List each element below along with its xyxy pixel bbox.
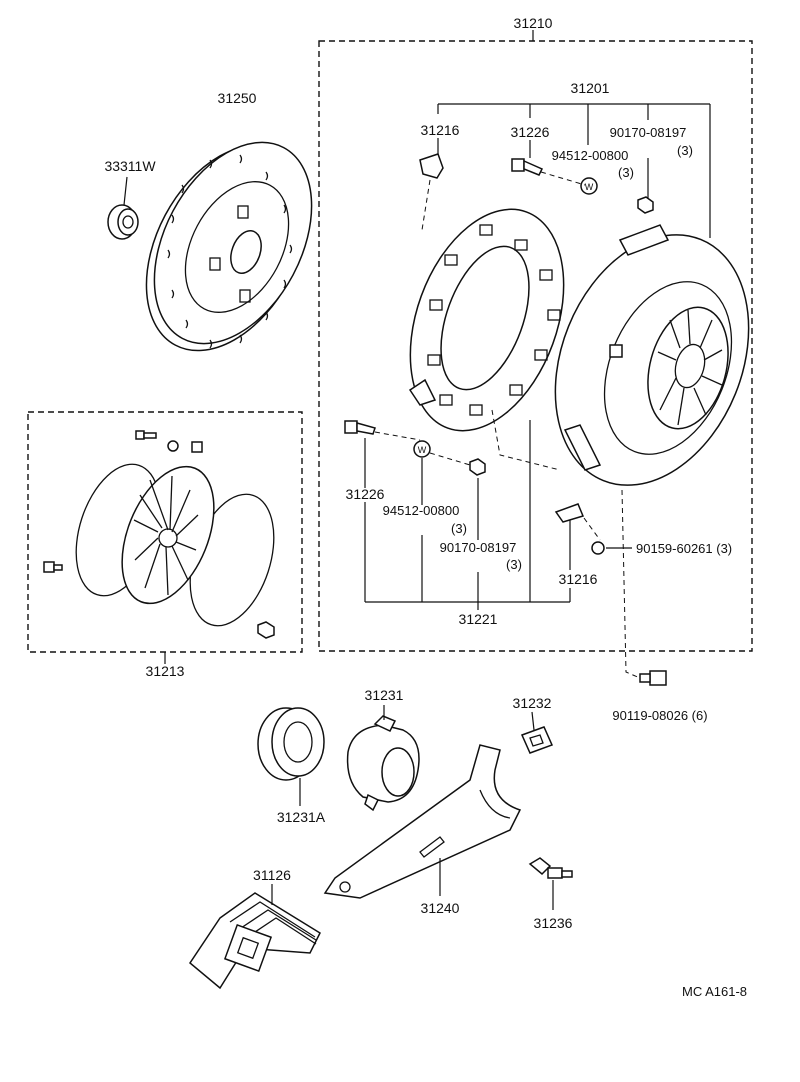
label-94512-top: 94512-00800 bbox=[552, 148, 629, 163]
washer-top: W bbox=[580, 177, 598, 195]
label-31240: 31240 bbox=[421, 900, 460, 916]
part-labels: 31210 31201 31216 31226 94512-00800 (3) … bbox=[104, 15, 747, 999]
washer-bottom: W bbox=[413, 440, 431, 458]
label-90170-bottom: 90170-08197 bbox=[440, 540, 517, 555]
release-fork bbox=[323, 744, 522, 899]
washer-top-mark: W bbox=[585, 182, 594, 192]
clutch-cover bbox=[554, 224, 750, 486]
nut-bottom bbox=[469, 458, 486, 476]
pilot-bearing bbox=[107, 204, 139, 240]
label-90170-top-qty: (3) bbox=[677, 143, 693, 158]
label-94512-bottom-qty: (3) bbox=[451, 521, 467, 536]
label-33311w: 33311W bbox=[104, 158, 156, 174]
clip-bottom bbox=[554, 503, 585, 523]
bolt-bottom bbox=[344, 420, 376, 435]
label-31213: 31213 bbox=[146, 663, 185, 679]
fork-clip bbox=[520, 726, 554, 754]
label-31126: 31126 bbox=[253, 867, 291, 883]
screw-side bbox=[591, 541, 605, 555]
nut-top bbox=[637, 196, 654, 214]
label-31216-bottom: 31216 bbox=[559, 571, 598, 587]
label-94512-bottom: 94512-00800 bbox=[383, 503, 460, 518]
dashed-leaders bbox=[374, 171, 641, 679]
kit-parts bbox=[43, 430, 275, 639]
label-31226-bottom: 31226 bbox=[346, 486, 385, 502]
release-hub bbox=[346, 715, 420, 812]
pivot-stud bbox=[528, 857, 573, 879]
leader-lines bbox=[364, 103, 711, 610]
label-90170-top: 90170-08197 bbox=[610, 125, 687, 140]
bolt-top bbox=[511, 158, 544, 176]
cover-group-box bbox=[318, 40, 753, 652]
label-31231: 31231 bbox=[365, 687, 404, 703]
boot bbox=[189, 892, 321, 990]
label-31250: 31250 bbox=[218, 90, 257, 106]
label-31221: 31221 bbox=[459, 611, 498, 627]
clip-top bbox=[419, 153, 444, 179]
label-31226-top: 31226 bbox=[511, 124, 550, 140]
cover-bolt bbox=[639, 670, 667, 686]
release-bearing bbox=[257, 707, 325, 781]
label-31210: 31210 bbox=[514, 15, 553, 31]
reference-code: MC A161-8 bbox=[682, 984, 747, 999]
pressure-plate bbox=[408, 208, 565, 432]
label-31231a: 31231A bbox=[277, 809, 326, 825]
label-90170-bottom-qty: (3) bbox=[506, 557, 522, 572]
label-94512-top-qty: (3) bbox=[618, 165, 634, 180]
label-31216-top: 31216 bbox=[421, 122, 460, 138]
label-31236: 31236 bbox=[534, 915, 573, 931]
clutch-disc bbox=[145, 141, 313, 352]
label-31201: 31201 bbox=[571, 80, 610, 96]
label-90159: 90159-60261 (3) bbox=[636, 541, 732, 556]
washer-bottom-mark: W bbox=[418, 445, 427, 455]
label-31232: 31232 bbox=[513, 695, 552, 711]
label-90119: 90119-08026 (6) bbox=[612, 708, 707, 723]
